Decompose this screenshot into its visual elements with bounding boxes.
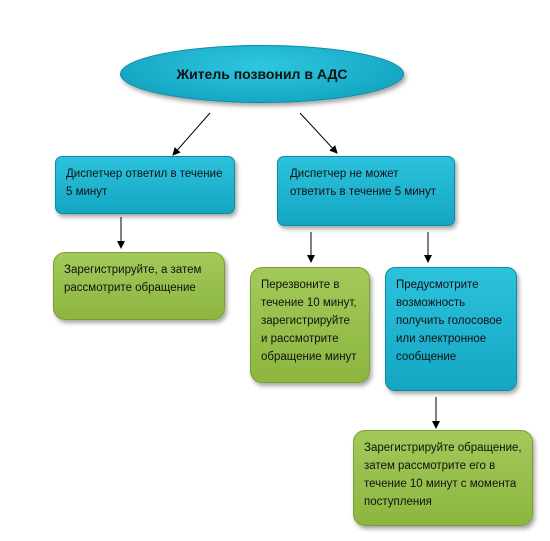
final-node: Зарегистрируйте обращение, затем рассмот… bbox=[353, 430, 533, 526]
final-node-label: Зарегистрируйте обращение, затем рассмот… bbox=[364, 442, 522, 508]
register-review-node: Зарегистрируйте, а затем рассмотрите обр… bbox=[53, 252, 225, 320]
answered-node: Диспетчер ответил в течение 5 минут bbox=[55, 156, 235, 214]
not-answered-node: Диспетчер не может ответить в течение 5 … bbox=[277, 156, 455, 226]
root-node: Житель позвонил в АДС bbox=[120, 45, 404, 103]
not-answered-node-label: Диспетчер не может ответить в течение 5 … bbox=[290, 168, 437, 198]
arrow-root-to-answered bbox=[172, 112, 211, 156]
callback-node: Перезвоните в течение 10 минут, зарегист… bbox=[250, 267, 370, 383]
arrow-root-to-not-answered bbox=[299, 112, 338, 154]
answered-node-label: Диспетчер ответил в течение 5 минут bbox=[66, 168, 223, 198]
root-node-label: Житель позвонил в АДС bbox=[176, 66, 348, 82]
voice-message-node-label: Предусмотрите возможность получить голос… bbox=[396, 279, 503, 363]
voice-message-node: Предусмотрите возможность получить голос… bbox=[385, 267, 517, 391]
register-review-node-label: Зарегистрируйте, а затем рассмотрите обр… bbox=[64, 264, 202, 294]
callback-node-label: Перезвоните в течение 10 минут, зарегист… bbox=[261, 279, 357, 363]
